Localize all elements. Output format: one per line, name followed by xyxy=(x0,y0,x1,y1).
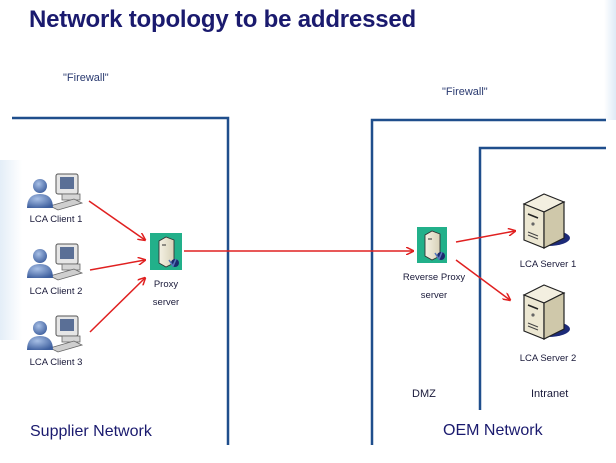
arrow-client3-proxy xyxy=(89,278,145,333)
network-label-oem: OEM Network xyxy=(443,422,543,439)
proxy-label: server xyxy=(152,297,180,308)
edge-shading xyxy=(604,0,616,120)
client-label: LCA Client 1 xyxy=(29,214,83,225)
reverse-proxy-label: server xyxy=(420,290,448,301)
arrow-reverseproxy-server1 xyxy=(455,231,515,243)
supplier-firewall-boundary xyxy=(12,116,230,445)
firewall-label-supplier: "Firewall" xyxy=(63,72,109,84)
intranet-boundary xyxy=(478,146,606,410)
zone-label-dmz: DMZ xyxy=(412,388,436,400)
user-computer-icon xyxy=(27,315,84,353)
page-title: Network topology to be addressed xyxy=(29,6,416,33)
edge-shading xyxy=(0,160,22,340)
proxy-server-icon xyxy=(150,233,182,270)
network-label-supplier: Supplier Network xyxy=(30,423,152,440)
client-label: LCA Client 2 xyxy=(29,286,83,297)
server-tower-icon xyxy=(522,193,570,249)
arrow-reverseproxy-server2 xyxy=(455,259,510,300)
user-computer-icon xyxy=(27,243,84,281)
oem-firewall-boundary xyxy=(370,118,606,445)
server-label: LCA Server 1 xyxy=(519,259,577,270)
proxy-label: Proxy xyxy=(153,279,179,290)
arrow-client2-proxy xyxy=(89,260,145,271)
zone-label-intranet: Intranet xyxy=(531,388,569,400)
arrow-client1-proxy xyxy=(88,200,145,240)
server-label: LCA Server 2 xyxy=(519,353,577,364)
reverse-proxy-label: Reverse Proxy xyxy=(402,272,466,283)
proxy-server-icon xyxy=(417,227,447,263)
firewall-label-oem: "Firewall" xyxy=(442,86,488,98)
user-computer-icon xyxy=(27,173,84,211)
server-tower-icon xyxy=(522,284,570,340)
client-label: LCA Client 3 xyxy=(29,357,83,368)
